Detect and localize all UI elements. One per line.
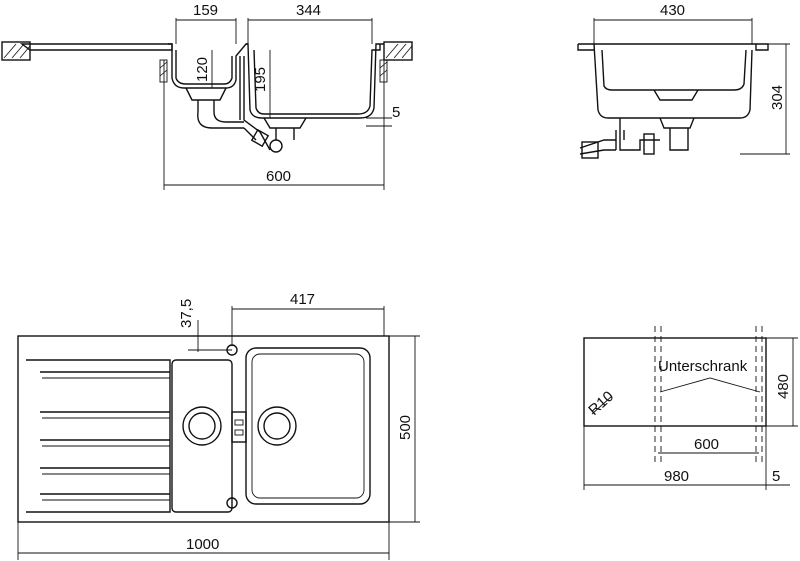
main-bowl xyxy=(245,347,371,505)
cabinet-wall-left xyxy=(159,59,168,83)
tap-hole-optional xyxy=(226,497,238,509)
dim-120: 120 xyxy=(194,57,211,82)
dim-480: 480 xyxy=(775,374,792,399)
main-bowl-drain-outer xyxy=(257,406,297,446)
radius-leader xyxy=(591,395,613,415)
siphon-pipe xyxy=(197,56,271,151)
cutout-rect xyxy=(583,337,767,427)
cabinet-wall-right xyxy=(379,59,388,83)
end-pipe-outlet xyxy=(581,141,599,159)
drainboard-profile xyxy=(19,43,173,51)
small-bowl xyxy=(171,359,233,513)
dim-offset-5: 5 xyxy=(772,468,780,485)
dim-600: 600 xyxy=(266,168,291,185)
radius-label: R10 xyxy=(585,388,617,419)
dim-417: 417 xyxy=(290,291,315,308)
main-bowl-waste xyxy=(263,117,307,140)
dim-430: 430 xyxy=(660,2,685,19)
dim-195: 195 xyxy=(252,67,269,92)
cutout-view: Unterschrank R10 480 600 980 5 xyxy=(583,326,798,490)
small-bowl-drain-outer xyxy=(182,406,222,446)
countertop-left xyxy=(1,41,31,61)
end-rim xyxy=(577,43,769,51)
dim-304: 304 xyxy=(769,85,786,110)
end-siphon-nut xyxy=(643,133,655,155)
end-view: 430 304 xyxy=(577,2,790,159)
dim-5: 5 xyxy=(392,104,400,121)
siphon-trap xyxy=(269,139,283,153)
cutout-label: Unterschrank xyxy=(658,358,748,375)
end-siphon xyxy=(579,118,660,155)
small-bowl-waste xyxy=(185,87,227,112)
countertop-right xyxy=(383,41,413,61)
dim-cabinet-600: 600 xyxy=(694,436,719,453)
dim-500: 500 xyxy=(397,415,414,440)
small-bowl-drain-inner xyxy=(188,412,216,440)
overflow-hole-1 xyxy=(234,419,244,426)
main-bowl-profile xyxy=(246,43,384,119)
dim-159: 159 xyxy=(193,2,218,19)
dim-344: 344 xyxy=(296,2,321,19)
dim-1000: 1000 xyxy=(186,536,219,553)
main-bowl-drain-inner xyxy=(263,412,291,440)
end-waste xyxy=(653,89,699,151)
main-bowl-inner xyxy=(251,353,365,499)
end-bowl-profile xyxy=(593,43,753,119)
sink-outline xyxy=(17,335,390,523)
side-view: 159 344 120 195 5 600 xyxy=(1,2,413,190)
overflow-hole-2 xyxy=(234,429,244,436)
cutout-label-leader xyxy=(659,377,761,393)
drainboard-ribs xyxy=(40,371,170,501)
overflow-connector xyxy=(250,128,270,148)
top-view: 37,5 417 500 1000 xyxy=(17,291,420,560)
dim-980: 980 xyxy=(664,468,689,485)
drainboard-outline xyxy=(26,359,171,513)
dim-37-5: 37,5 xyxy=(178,299,195,328)
overflow-slot xyxy=(231,411,247,443)
